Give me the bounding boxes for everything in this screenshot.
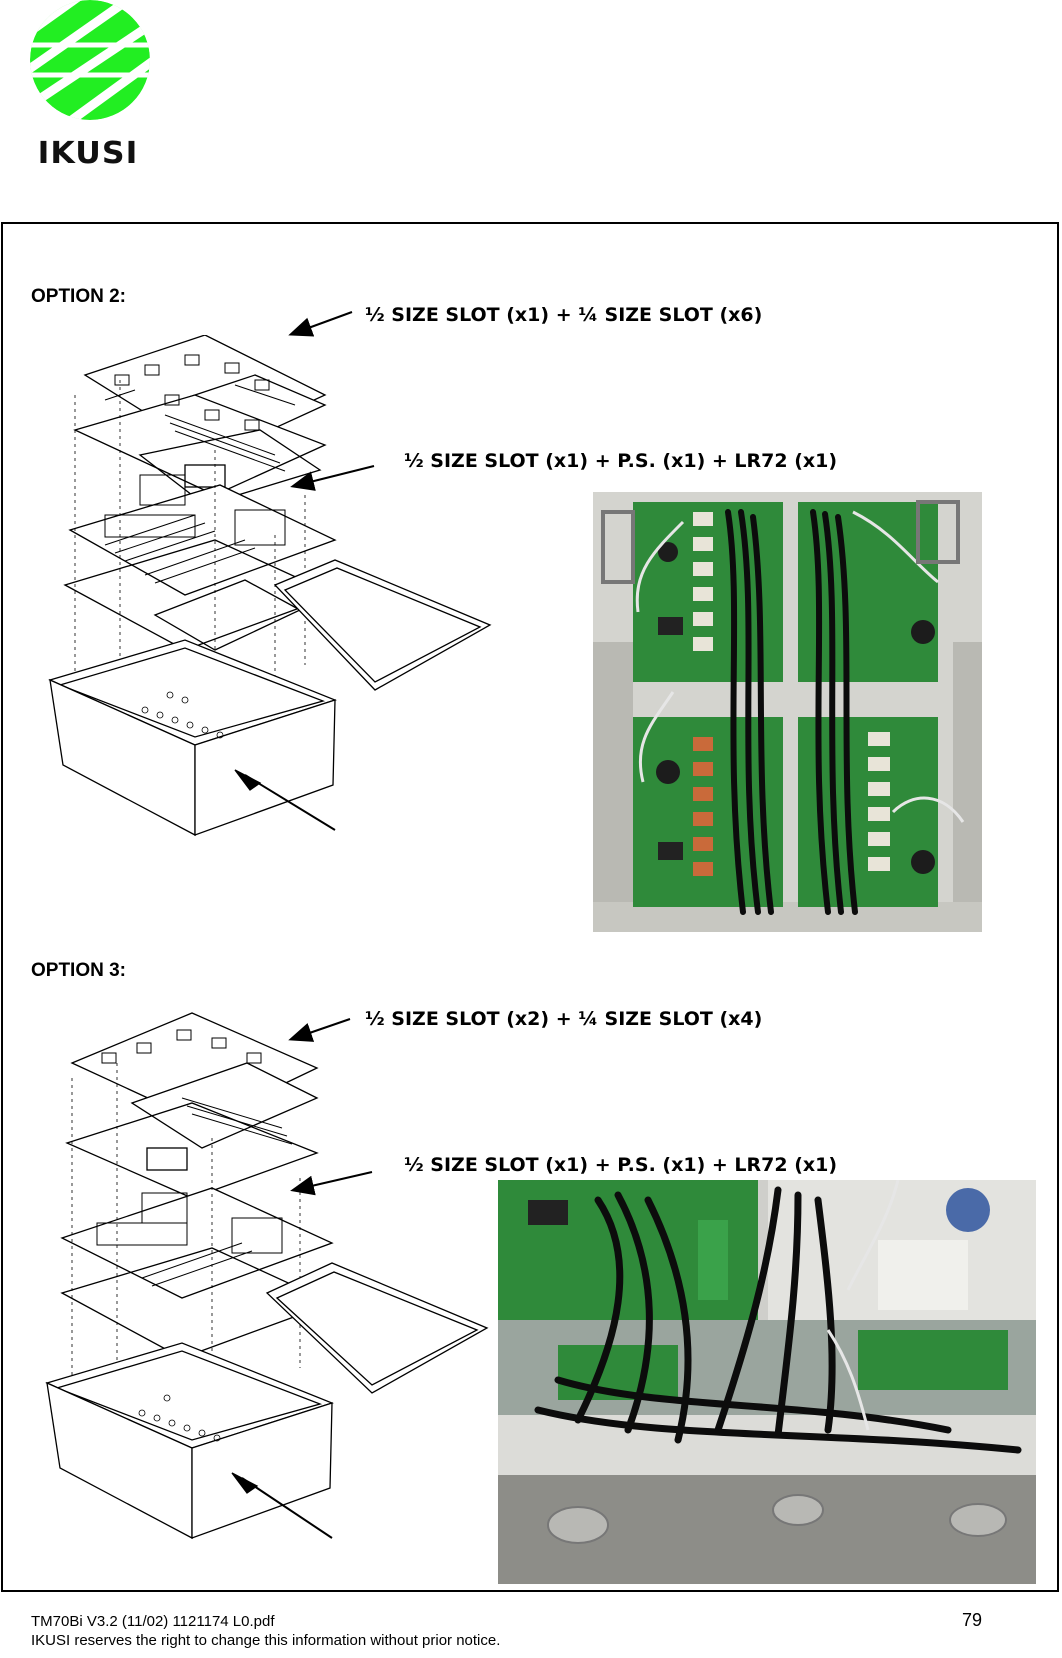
- option-3-photo: [498, 1180, 1036, 1584]
- arrow-icon: [290, 465, 375, 491]
- arrow-icon: [288, 1018, 351, 1042]
- option-2-exploded-drawing: [48, 335, 492, 837]
- content-frame: [1, 222, 1059, 1592]
- option-2-title: OPTION 2:: [31, 286, 127, 307]
- option-3-title: OPTION 3:: [31, 960, 127, 981]
- option-2-photo: [593, 492, 982, 932]
- footer-notice: IKUSI reserves the right to change this …: [31, 1632, 501, 1649]
- option-3-callout-top: ½ SIZE SLOT (x2) + ¼ SIZE SLOT (x4): [365, 1008, 763, 1030]
- ikusi-logo: [28, 0, 158, 175]
- page-number: 79: [962, 1610, 983, 1630]
- footer-doc-ref: TM70Bi V3.2 (11/02) 1121174 L0.pdf: [31, 1613, 275, 1630]
- arrow-icon: [290, 1171, 373, 1196]
- logo-wordmark: IKUSI: [37, 136, 139, 171]
- option-3-callout-bottom: ½ SIZE SLOT (x1) + P.S. (x1) + LR72 (x1): [404, 1154, 838, 1176]
- option-2-callout-top: ½ SIZE SLOT (x1) + ¼ SIZE SLOT (x6): [365, 304, 763, 326]
- option-2-callout-bottom: ½ SIZE SLOT (x1) + P.S. (x1) + LR72 (x1): [404, 450, 838, 472]
- arrow-icon: [288, 311, 353, 337]
- option-3-exploded-drawing: [45, 1012, 489, 1540]
- logo-emblem-icon: [30, 0, 150, 120]
